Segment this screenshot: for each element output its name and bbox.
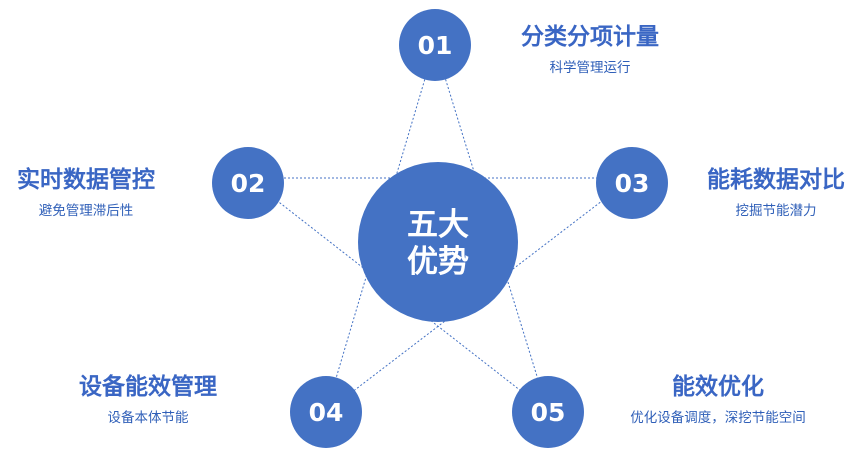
node-02: 02 [212, 147, 284, 219]
advantage-title-03: 能耗数据对比 [707, 167, 845, 193]
advantage-label-04: 设备能效管理 设备本体节能 [58, 372, 238, 428]
advantage-title-05: 能效优化 [672, 374, 764, 400]
node-02-circle [212, 147, 284, 219]
advantage-subtitle-03: 挖掘节能潜力 [735, 203, 817, 219]
node-04: 04 [290, 376, 362, 448]
center-label-line1: 五大 [407, 207, 469, 243]
node-04-number: 04 [309, 398, 344, 427]
node-05-circle [512, 376, 584, 448]
advantage-subtitle-05: 优化设备调度，深挖节能空间 [630, 410, 806, 426]
advantage-subtitle-01: 科学管理运行 [549, 60, 631, 76]
node-01: 01 [399, 9, 471, 81]
advantage-label-05: 能效优化 优化设备调度，深挖节能空间 [600, 372, 836, 428]
center-label-line2: 优势 [407, 244, 469, 280]
node-01-number: 01 [418, 31, 453, 60]
line-02-05 [247, 177, 549, 413]
advantage-label-03: 能耗数据对比 挖掘节能潜力 [688, 165, 864, 221]
node-05-number: 05 [531, 398, 566, 427]
advantage-label-02: 实时数据管控 避免管理滞后性 [0, 165, 172, 221]
node-03-number: 03 [615, 169, 650, 198]
node-01-circle [399, 9, 471, 81]
advantage-title-01: 分类分项计量 [521, 24, 659, 50]
advantage-title-04: 设备能效管理 [79, 374, 217, 400]
center-circle: 五大 优势 [358, 162, 518, 322]
advantage-subtitle-04: 设备本体节能 [107, 410, 189, 426]
node-04-circle [290, 376, 362, 448]
node-02-number: 02 [231, 169, 266, 198]
node-03-circle [596, 147, 668, 219]
advantage-title-02: 实时数据管控 [17, 167, 155, 193]
node-05: 05 [512, 376, 584, 448]
node-03: 03 [596, 147, 668, 219]
advantage-label-01: 分类分项计量 科学管理运行 [480, 22, 700, 78]
advantage-subtitle-02: 避免管理滞后性 [38, 203, 134, 219]
center-circle-shape [358, 162, 518, 322]
